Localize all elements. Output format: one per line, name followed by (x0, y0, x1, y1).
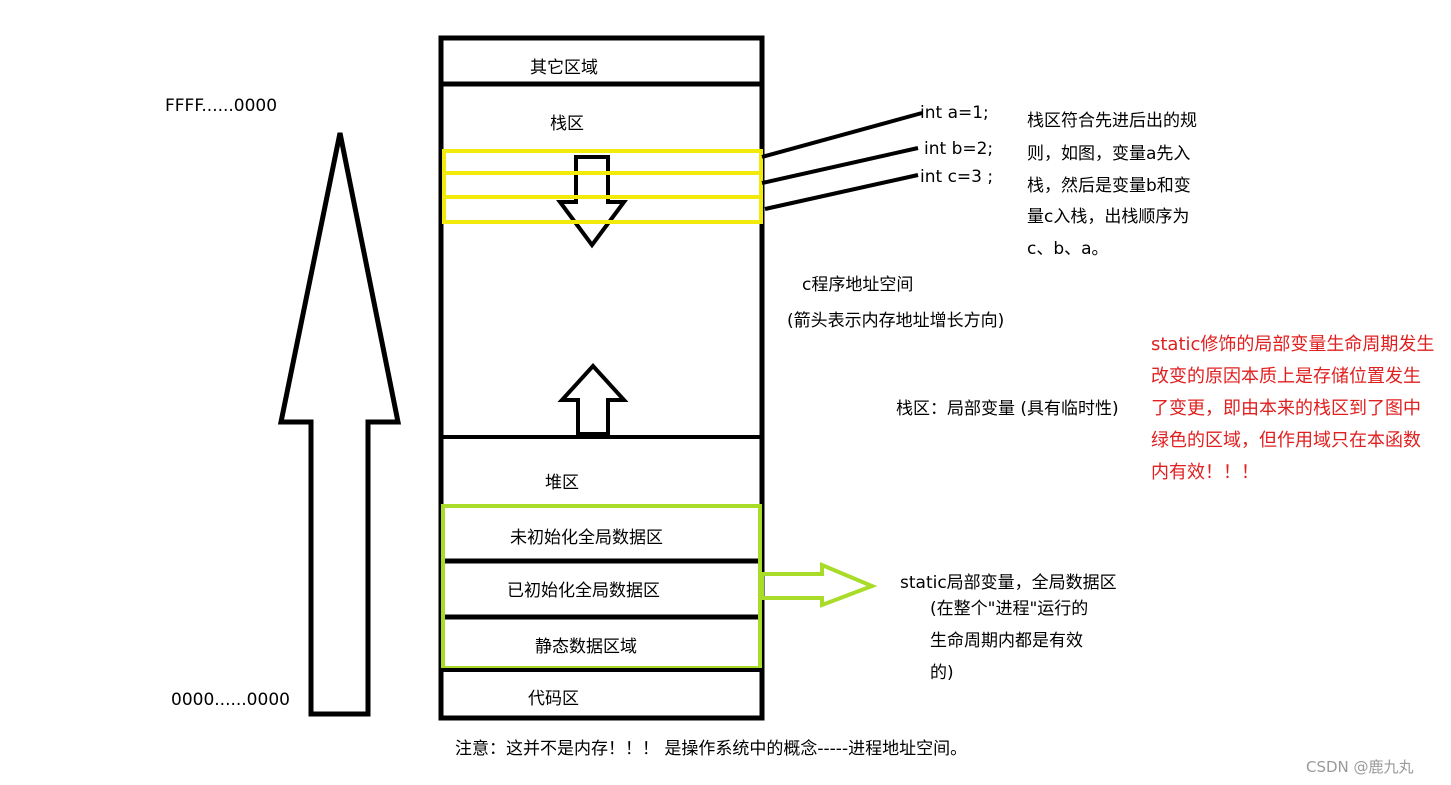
stack-var-b-box (442, 171, 763, 199)
other-region-box (438, 35, 765, 87)
static-note-line-4: 绿色的区域，但作用域只在本函数 (1151, 430, 1421, 451)
code-line-b: int b=2; (924, 139, 994, 159)
stack-note-line-1: 栈区符合先进后出的规 (1027, 111, 1197, 131)
csdn-watermark: CSDN @鹿九丸 (1306, 758, 1414, 776)
pointer-line-a (761, 111, 923, 159)
address-space-title: c程序地址空间 (802, 275, 914, 295)
stack-var-c-box (442, 195, 763, 224)
stack-note-line-5: c、b、a。 (1027, 239, 1109, 259)
static-local-line-2: (在整个"进程"运行的 (930, 599, 1089, 619)
address-bottom-label: 0000......0000 (171, 690, 290, 710)
heap-up-arrow (557, 363, 629, 436)
code-region-label: 代码区 (528, 689, 579, 709)
stack-note-line-2: 则，如图，变量a先入 (1027, 144, 1191, 164)
data-region-label: 已初始化全局数据区 (507, 581, 660, 601)
heap-region-label: 堆区 (545, 473, 579, 493)
stack-region-label: 栈区 (550, 114, 584, 134)
static-note-line-2: 改变的原因本质上是存储位置发生 (1151, 366, 1421, 387)
static-note-line-1: static修饰的局部变量生命周期发生 (1151, 334, 1435, 355)
green-right-arrow (760, 561, 878, 608)
code-line-a: int a=1; (920, 103, 989, 123)
static-region-label: 静态数据区域 (535, 637, 637, 657)
static-note-line-5: 内有效！！！ (1151, 462, 1259, 483)
stack-note-line-3: 栈，然后是变量b和变 (1027, 176, 1191, 196)
stack-var-a-box (442, 149, 763, 175)
address-top-label: FFFF......0000 (165, 96, 278, 116)
other-region-label: 其它区域 (530, 58, 598, 78)
bss-region-label: 未初始化全局数据区 (510, 528, 663, 548)
static-local-line-4: 的) (930, 663, 954, 683)
static-local-line-3: 生命周期内都是有效 (930, 631, 1083, 651)
static-note-line-3: 了变更，即由本来的栈区到了图中 (1151, 398, 1421, 419)
pointer-line-c (764, 173, 919, 211)
address-space-subtitle: (箭头表示内存地址增长方向) (787, 311, 1005, 331)
pointer-line-b (761, 146, 919, 185)
footer-note: 注意：这并不是内存！！！ 是操作系统中的概念-----进程地址空间。 (455, 739, 968, 759)
stack-down-arrow (556, 155, 628, 249)
stack-note-line-4: 量c入栈，出栈顺序为 (1027, 207, 1190, 227)
code-line-c: int c=3 ; (920, 167, 994, 187)
stack-local-label: 栈区：局部变量 (具有临时性) (896, 399, 1119, 419)
static-local-line-1: static局部变量，全局数据区 (900, 573, 1117, 593)
address-growth-arrow (277, 132, 402, 717)
memory-column (438, 81, 765, 721)
